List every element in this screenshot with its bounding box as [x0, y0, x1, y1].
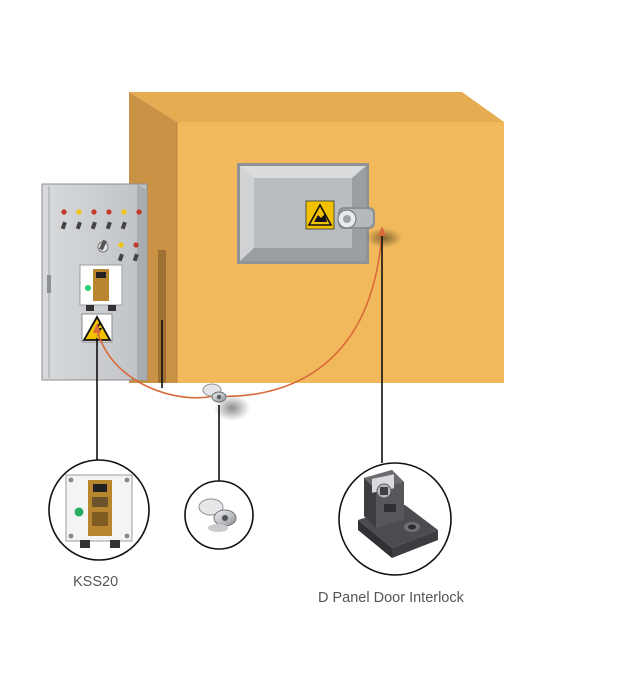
machine-enclosure	[129, 92, 504, 388]
connector-detail-callout	[184, 480, 254, 550]
enclosure-side-door-edge	[158, 250, 166, 383]
cabinet-indicator-lights	[60, 209, 142, 262]
electrical-control-cabinet	[41, 183, 148, 381]
cable-arrow-right	[378, 226, 386, 236]
d-panel-door-interlock-caption: D Panel Door Interlock	[318, 590, 464, 606]
kss20-detail-callout	[48, 459, 150, 561]
hand-hazard-warning-icon	[305, 200, 335, 230]
enclosure-top-face	[129, 92, 504, 122]
cable-arrow-left	[93, 323, 101, 333]
d-panel-interlock-on-door	[337, 207, 402, 248]
kss20-caption: KSS20	[73, 574, 119, 590]
kss20-unit-on-cabinet	[79, 264, 123, 311]
d-panel-detail-callout	[338, 462, 452, 576]
cabinet-selector-switch	[97, 239, 109, 253]
cable-connector	[202, 383, 250, 421]
cabinet-handle	[47, 275, 51, 293]
